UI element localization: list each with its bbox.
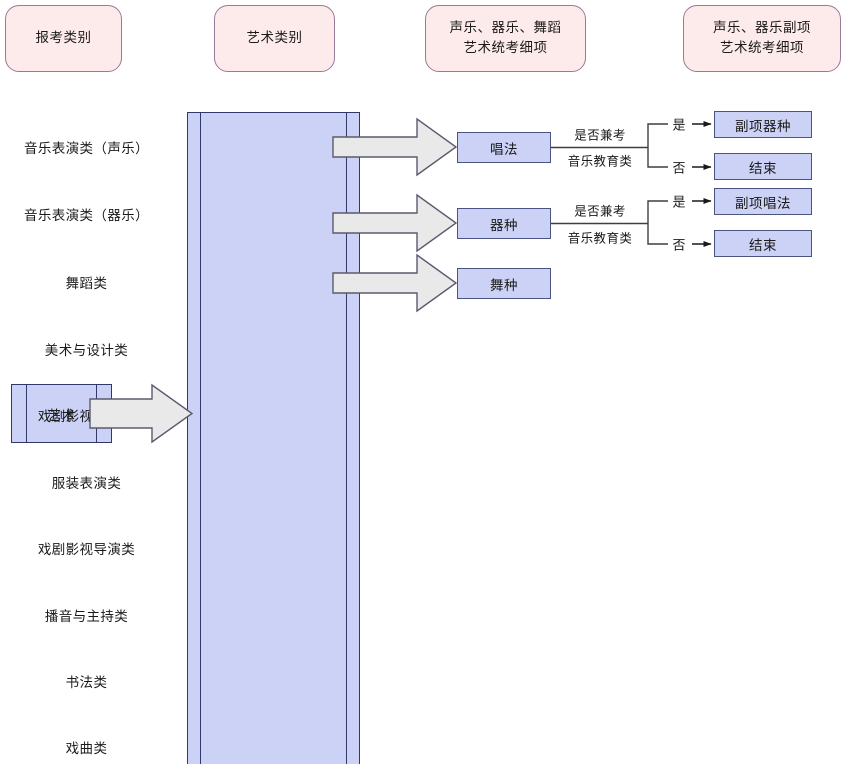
category-label: 音乐表演类（声乐） [23, 141, 150, 157]
branch-question-instrument-line2: 音乐教育类 [568, 228, 633, 247]
art-category-column [187, 112, 360, 764]
result-box-end-instrument: 结束 [714, 230, 812, 257]
category-item-broadcasting-hosting[interactable]: 播音与主持类 [0, 605, 173, 625]
category-label: 美术与设计类 [44, 343, 129, 359]
result-label: 副项器种 [735, 118, 791, 135]
branch-question-vocal-line2: 音乐教育类 [568, 151, 633, 170]
category-item-costume-performance[interactable]: 服装表演类 [0, 472, 173, 492]
header-box-apply-category: 报考类别 [5, 5, 122, 72]
branch-question-vocal-line1: 是否兼考 [574, 125, 626, 144]
detail-label: 舞种 [490, 277, 518, 294]
category-label: 戏剧影视表演类 [37, 409, 136, 425]
detail-box-dance-type: 舞种 [457, 268, 551, 299]
header-box-vocal-instr-dance-detail: 声乐、器乐、舞蹈 艺术统考细项 [425, 5, 586, 72]
category-label: 音乐表演类（器乐） [23, 208, 150, 224]
branch-question-instrument-line1: 是否兼考 [574, 201, 626, 220]
category-item-traditional-opera[interactable]: 戏曲类 [0, 737, 173, 757]
category-item-music-vocal[interactable]: 音乐表演类（声乐） [0, 137, 173, 157]
result-label: 副项唱法 [735, 195, 791, 212]
category-label: 播音与主持类 [44, 609, 129, 625]
branch-yes-label-instrument: 是 [672, 192, 685, 211]
divider-left [200, 113, 201, 764]
divider-right [346, 113, 347, 764]
bracket-instrument-branch [647, 200, 668, 245]
branch-question-text: 是否兼考 [574, 203, 626, 219]
category-label: 书法类 [65, 675, 108, 691]
category-item-drama-film-directing[interactable]: 戏剧影视导演类 [0, 538, 173, 558]
detail-label: 唱法 [490, 141, 518, 158]
no-text: 否 [672, 238, 686, 254]
branch-question-text: 音乐教育类 [567, 230, 633, 246]
yes-text: 是 [672, 195, 686, 211]
category-item-drama-film-acting[interactable]: 戏剧影视表演类 [0, 405, 173, 425]
no-text: 否 [672, 161, 686, 177]
category-item-calligraphy[interactable]: 书法类 [0, 671, 173, 691]
category-label: 戏曲类 [65, 741, 108, 757]
header-label: 声乐、器乐、舞蹈 艺术统考细项 [449, 19, 562, 56]
yes-text: 是 [672, 118, 686, 134]
header-label: 艺术类别 [246, 29, 303, 46]
detail-label: 器种 [490, 217, 518, 234]
divider-left [26, 385, 27, 442]
branch-yes-label-vocal: 是 [672, 115, 685, 134]
result-label: 结束 [749, 160, 777, 177]
detail-box-singing-method: 唱法 [457, 132, 551, 163]
branch-question-text: 是否兼考 [574, 127, 626, 143]
category-label: 舞蹈类 [65, 276, 108, 292]
detail-box-instrument-type: 器种 [457, 208, 551, 239]
category-item-fine-art-design[interactable]: 美术与设计类 [0, 339, 173, 359]
bracket-vocal-branch [647, 123, 668, 168]
result-label: 结束 [749, 237, 777, 254]
category-label: 服装表演类 [51, 476, 122, 492]
branch-no-label-instrument: 否 [672, 235, 685, 254]
start-node-label: 艺术 [47, 407, 76, 424]
branch-question-text: 音乐教育类 [567, 153, 633, 169]
header-box-art-category: 艺术类别 [214, 5, 335, 72]
result-box-minor-instrument: 副项器种 [714, 111, 812, 138]
header-label: 声乐、器乐副项 艺术统考细项 [713, 19, 811, 56]
category-item-dance[interactable]: 舞蹈类 [0, 272, 173, 292]
result-box-end-vocal: 结束 [714, 153, 812, 180]
header-box-vocal-instr-minor-detail: 声乐、器乐副项 艺术统考细项 [683, 5, 841, 72]
category-item-music-instrument[interactable]: 音乐表演类（器乐） [0, 204, 173, 224]
header-label: 报考类别 [35, 29, 92, 46]
branch-no-label-vocal: 否 [672, 158, 685, 177]
category-label: 戏剧影视导演类 [37, 542, 136, 558]
result-box-minor-singing: 副项唱法 [714, 188, 812, 215]
